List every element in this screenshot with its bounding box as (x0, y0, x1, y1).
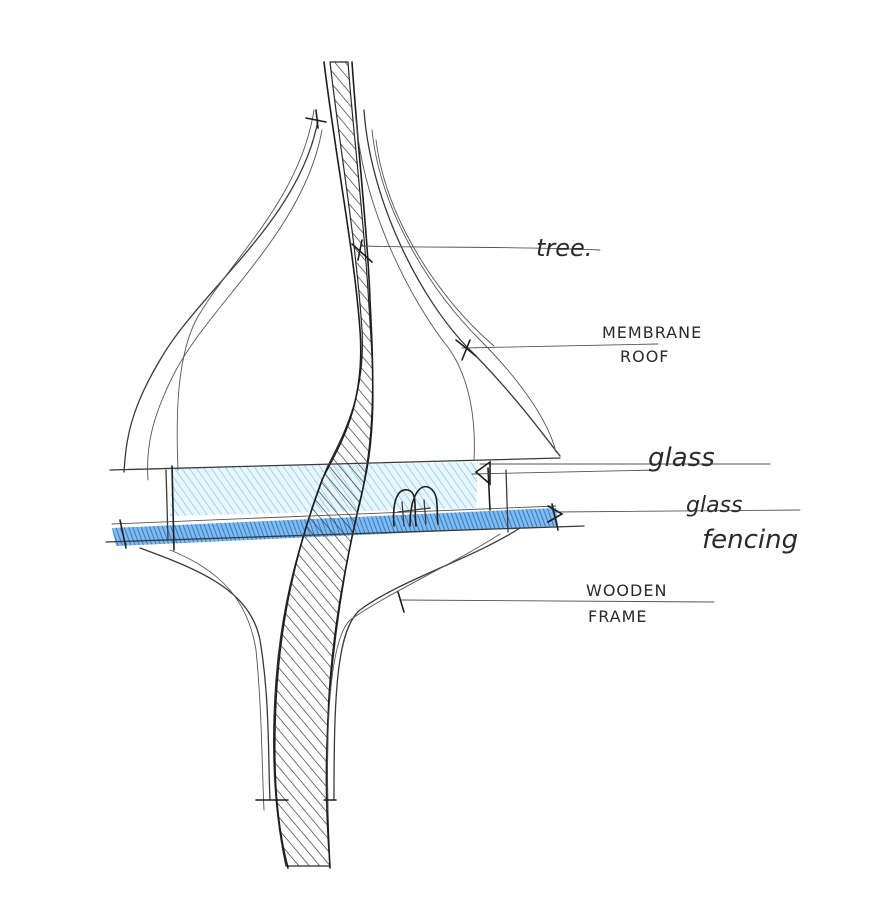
label-wooden-line1: WOODEN (586, 581, 667, 600)
label-fencing-line1: glass (686, 493, 742, 518)
label-fencing-line2: fencing (702, 525, 798, 555)
wooden-frame (139, 527, 521, 811)
terrace-plants (392, 485, 439, 527)
floor-lines (105, 457, 771, 551)
label-membrane-line2: ROOF (620, 347, 670, 366)
label-wooden-line2: FRAME (588, 607, 648, 626)
label-tree: tree. (536, 234, 592, 262)
membrane-roof (123, 109, 561, 481)
label-membrane-line1: MEMBRANE (602, 323, 702, 342)
label-glass: glass (648, 443, 715, 473)
leader-lines (351, 239, 801, 613)
